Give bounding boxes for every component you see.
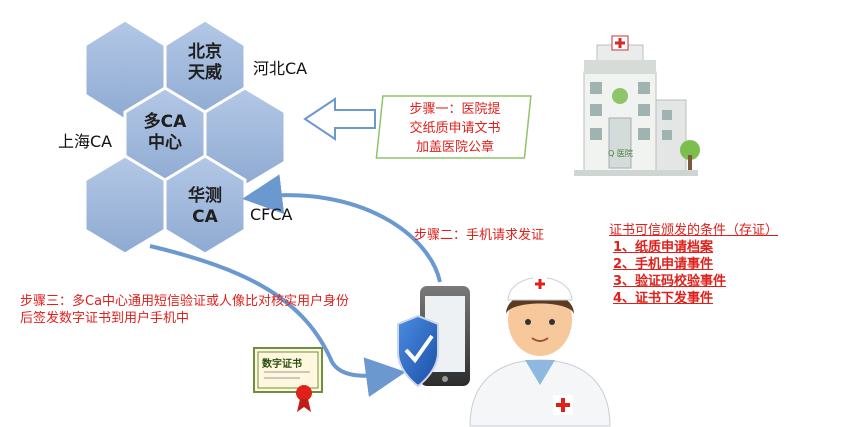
step1-line-3: 加盖医院公章	[415, 140, 494, 155]
doctor-icon	[469, 277, 611, 427]
certificate-icon	[253, 347, 323, 412]
conditions-list: 证书可信颁发的条件（存证） 1、纸质申请档案 2、手机申请事件 3、验证码校验事…	[609, 222, 829, 307]
step1-line-2: 交纸质申请文书	[409, 121, 501, 136]
step2-text: 步骤二：手机请求发证	[414, 228, 545, 243]
conditions-title: 证书可信颁发的条件（存证）	[609, 223, 779, 238]
label-shanghai-ca: 上海CA	[58, 132, 113, 151]
label-cfca: CFCA	[250, 205, 293, 224]
label-hebei-ca: 河北CA	[253, 59, 308, 78]
request-arrow-icon	[242, 174, 442, 283]
hexagon-label-multi-ca: 多CA 中心	[143, 112, 187, 153]
hollow-arrow-icon	[303, 97, 376, 141]
condition-item-3: 3、验证码校验事件	[613, 274, 727, 289]
hospital-sign: Q 医院	[608, 149, 633, 158]
step3-line-2: 后签发数字证书到用户手机中	[20, 311, 190, 326]
step3-line-1: 步骤三：多Ca中心通用短信验证或人像比对核实用户身份	[20, 294, 350, 309]
ca-honeycomb	[83, 18, 287, 256]
issue-arrow-icon	[149, 244, 406, 397]
step1-box	[375, 95, 532, 159]
certificate-title: 数字证书	[262, 359, 302, 370]
step1-text: 步骤一：医院提 交纸质申请文书 加盖医院公章	[381, 96, 529, 158]
condition-item-1: 1、纸质申请档案	[613, 240, 714, 255]
hexagon-label-beijing: 北京 天威	[188, 42, 222, 83]
shield-icon	[397, 314, 439, 388]
hexagon-huace	[163, 154, 247, 256]
hexagon-label-huace: 华测 CA	[188, 186, 222, 227]
condition-item-4: 4、证书下发事件	[613, 291, 714, 306]
step3-text: 步骤三：多Ca中心通用短信验证或人像比对核实用户身份 后签发数字证书到用户手机中	[20, 293, 349, 327]
hospital-icon	[574, 35, 700, 176]
step1-line-1: 步骤一：医院提	[409, 102, 501, 117]
condition-item-2: 2、手机申请事件	[613, 257, 714, 272]
